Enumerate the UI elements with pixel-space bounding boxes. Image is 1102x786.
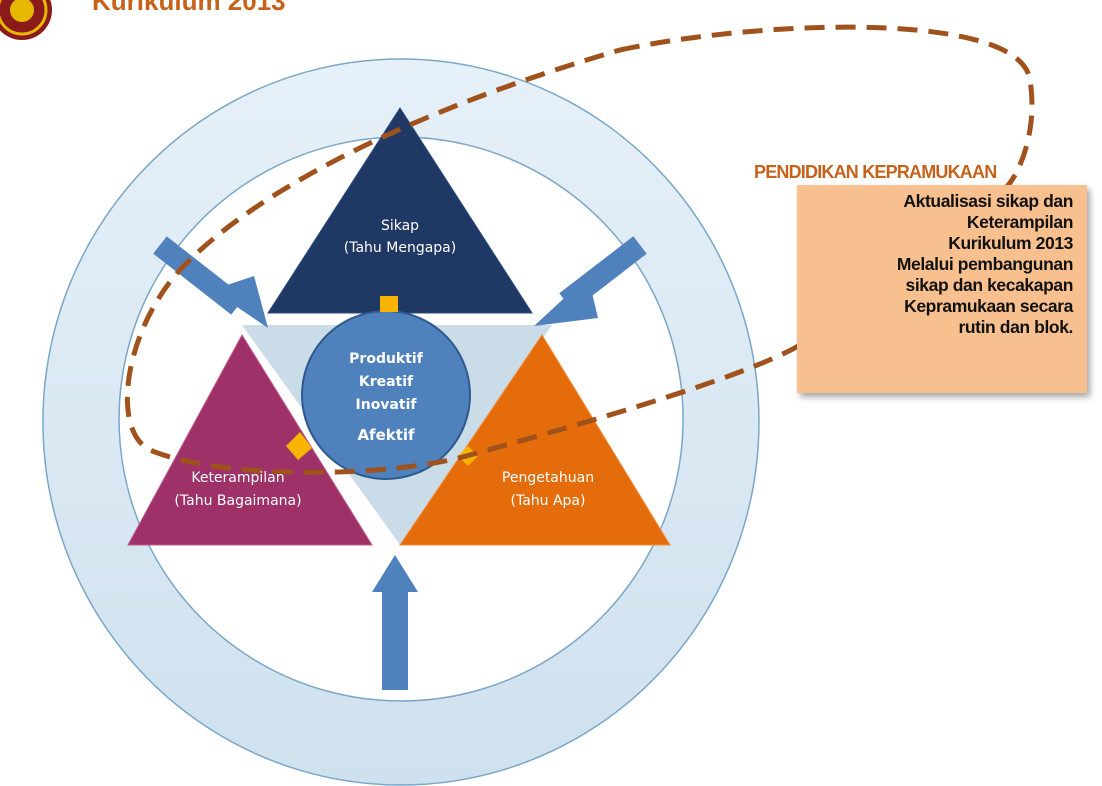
top-connector [380, 296, 398, 312]
arrow-upper-left [153, 236, 268, 328]
keterampilan-triangle [127, 334, 373, 546]
slide-title: Kurikulum 2013 [92, 0, 286, 16]
description-line: Melalui pembangunan [896, 254, 1074, 274]
institution-logo [0, 0, 52, 40]
arrow-bottom [372, 555, 418, 690]
arrow-upper-right [534, 236, 647, 326]
center-line-3: Inovatif [356, 397, 418, 413]
dashed-orbit-path [124, 24, 1035, 475]
keterampilan-title: Keterampilan [191, 470, 284, 486]
center-line-2: Kreatif [359, 374, 414, 390]
pengetahuan-title: Pengetahuan [502, 470, 594, 486]
center-circle [301, 310, 471, 480]
scout-education-label: PENDIDIKAN KEPRAMUKAAN [754, 162, 997, 182]
left-connector [286, 432, 312, 460]
description-box: Aktualisasi sikap dan Keterampilan Kurik… [797, 185, 1087, 393]
description-line: Aktualisasi sikap dan [903, 191, 1073, 211]
sikap-title: Sikap [381, 218, 419, 234]
description-line: Kurikulum 2013 [948, 233, 1073, 253]
sikap-subtitle: (Tahu Mengapa) [344, 240, 456, 256]
description-text: Aktualisasi sikap dan Keterampilan Kurik… [803, 191, 1074, 338]
center-line-4: Afektif [357, 426, 415, 444]
description-line: sikap dan kecakapan [905, 275, 1074, 295]
keterampilan-subtitle: (Tahu Bagaimana) [174, 493, 301, 509]
description-line: rutin dan blok. [958, 317, 1073, 337]
center-line-1: Produktif [349, 351, 424, 367]
pengetahuan-subtitle: (Tahu Apa) [511, 493, 586, 509]
description-line: Keterampilan [966, 212, 1073, 232]
description-line: Kepramukaan secara [904, 296, 1073, 316]
pengetahuan-triangle [399, 334, 671, 546]
